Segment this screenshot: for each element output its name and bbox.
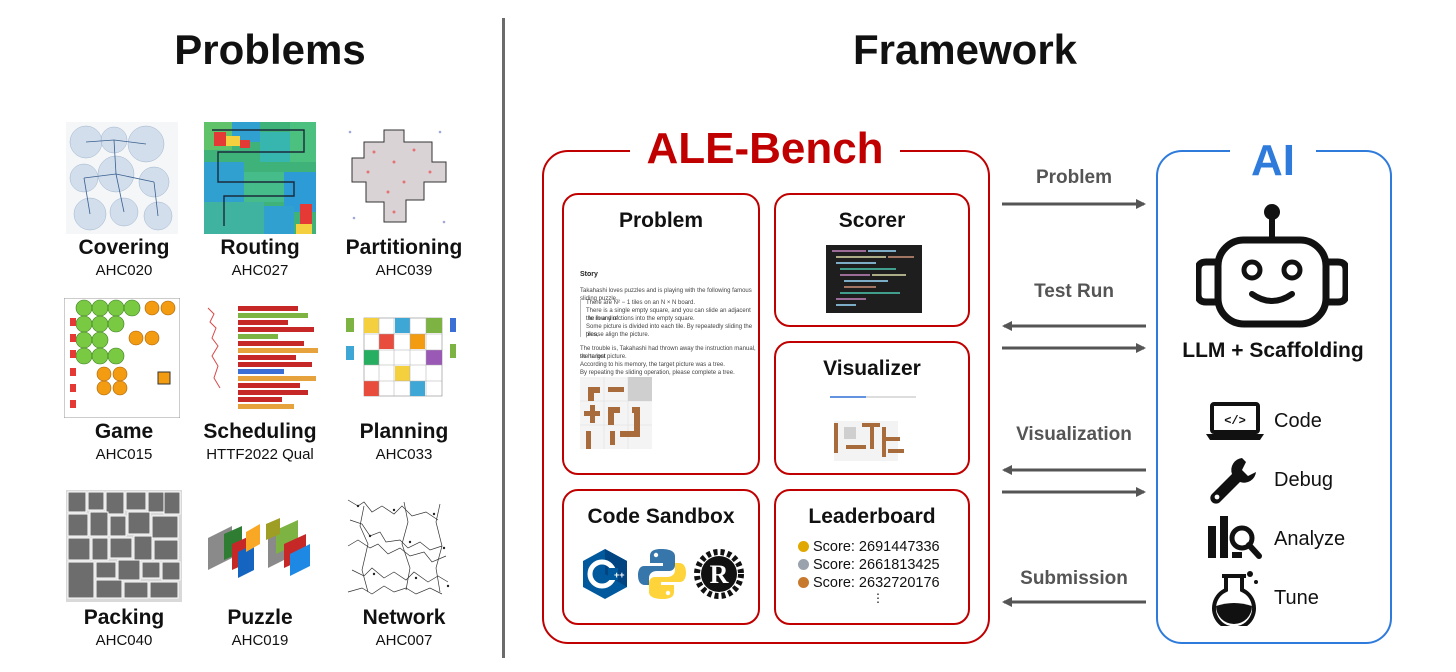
leaderboard-row: Score: 2661813425: [798, 557, 940, 573]
ai-title: AI: [1230, 136, 1316, 186]
problem-code-network: AHC007: [375, 632, 433, 649]
robot-icon: [1196, 204, 1348, 328]
visualizer-box: Visualizer: [774, 341, 970, 475]
tool-label-analyze: Analyze: [1274, 528, 1346, 550]
story-quote-bar: [580, 299, 581, 337]
visualization-arrow-label: Visualization: [1016, 424, 1132, 445]
tool-label-tune: Tune: [1274, 587, 1319, 609]
story-line-8: According to his memory, the target pict…: [580, 362, 725, 368]
scorer-box-title: Scorer: [838, 209, 906, 232]
code-sandbox-box: Code Sandbox ++ R: [562, 489, 760, 625]
problem-code-puzzle: AHC019: [231, 632, 289, 649]
story-line-1: There are N² − 1 tiles on an N × N board…: [586, 300, 696, 306]
puzzle-thumbnail: [202, 508, 320, 590]
leaderboard-score: Score: 2661813425: [813, 557, 940, 573]
visualizer-box-title: Visualizer: [823, 357, 921, 380]
story-heading: Story: [580, 271, 598, 278]
flask-icon: [1212, 571, 1258, 626]
problems-heading: Problems: [174, 26, 366, 73]
rust-logo-icon: R: [694, 549, 744, 599]
cpp-logo-icon: ++: [583, 549, 627, 599]
framework-heading: Framework: [852, 26, 1078, 73]
story-line-5: please align the picture.: [586, 332, 650, 338]
scorer-box: Scorer: [774, 193, 970, 327]
sliding-puzzle-image: [580, 377, 652, 449]
story-line-0: Takahashi loves puzzles and is playing w…: [580, 288, 752, 302]
problem-box: Problem Story Takahashi loves puzzles an…: [562, 193, 760, 475]
partitioning-thumbnail: [344, 122, 456, 234]
tool-label-code: Code: [1274, 410, 1322, 432]
problem-name-game: Game: [94, 420, 154, 443]
routing-thumbnail: [204, 122, 316, 234]
problem-code-covering: AHC020: [95, 262, 153, 279]
silver-medal-icon: [798, 559, 809, 570]
story-line-3: the four directions into the empty squar…: [586, 316, 695, 322]
problem-code-scheduling: HTTF2022 Qual: [206, 446, 314, 463]
problem-name-partitioning: Partitioning: [345, 236, 463, 259]
story-line-4: Some picture is divided into each tile. …: [586, 324, 753, 338]
problem-code-packing: AHC040: [95, 632, 153, 649]
problem-box-title: Problem: [618, 209, 704, 232]
leaderboard-more: ⋮: [872, 591, 884, 605]
game-thumbnail: [64, 298, 180, 418]
wrench-icon: [1210, 458, 1256, 504]
problem-code-game: AHC015: [95, 446, 153, 463]
problem-code-routing: AHC027: [231, 262, 289, 279]
leaderboard-score: Score: 2691447336: [813, 539, 940, 555]
problem-name-puzzle: Puzzle: [227, 606, 293, 629]
problem-code-planning: AHC033: [375, 446, 433, 463]
leaderboard-box: Leaderboard Score: 2691447336 Score: 266…: [774, 489, 970, 625]
leaderboard-title: Leaderboard: [808, 505, 936, 528]
ale-bench-title: ALE-Bench: [630, 124, 900, 174]
problem-arrow-label: Problem: [1035, 167, 1113, 188]
scheduling-thumbnail: [202, 300, 320, 416]
problem-name-scheduling: Scheduling: [203, 420, 317, 443]
ai-subtitle: LLM + Scaffolding: [1182, 339, 1364, 362]
story-line-2: There is a single empty square, and you …: [586, 308, 751, 322]
planning-thumbnail: [342, 304, 460, 414]
gold-medal-icon: [798, 541, 809, 552]
submission-arrow-label: Submission: [1020, 568, 1128, 589]
bronze-medal-icon: [798, 577, 809, 588]
story-line-7: the target picture.: [580, 354, 627, 360]
problem-name-routing: Routing: [220, 236, 300, 259]
problem-name-covering: Covering: [78, 236, 170, 259]
code-editor-image: [826, 245, 922, 313]
chart-magnifier-icon: [1208, 516, 1262, 559]
leaderboard-score: Score: 2632720176: [813, 575, 940, 591]
visualizer-image: [826, 393, 922, 465]
problem-name-network: Network: [362, 606, 446, 629]
network-thumbnail: [344, 490, 460, 602]
leaderboard-row: Score: 2632720176: [798, 575, 940, 591]
story-line-6: The trouble is, Takahashi had thrown awa…: [580, 346, 756, 360]
laptop-code-icon: </>: [1206, 402, 1264, 440]
packing-thumbnail: [66, 490, 182, 602]
problem-code-partitioning: AHC039: [375, 262, 433, 279]
test-run-arrow-label: Test Run: [1034, 281, 1114, 302]
covering-thumbnail: [66, 122, 178, 234]
svg-text:</>: </>: [1224, 414, 1246, 428]
problem-name-packing: Packing: [83, 606, 165, 629]
problem-name-planning: Planning: [359, 420, 449, 443]
story-line-9: By repeating the sliding operation, plea…: [580, 370, 735, 376]
svg-text:R: R: [710, 560, 729, 589]
tool-label-debug: Debug: [1274, 469, 1333, 491]
arrows-layer: [1002, 199, 1146, 607]
leaderboard-row: Score: 2691447336: [798, 539, 940, 555]
python-logo-icon: [638, 549, 686, 599]
section-divider: [502, 18, 505, 658]
code-sandbox-title: Code Sandbox: [587, 505, 735, 528]
svg-text:++: ++: [614, 570, 625, 580]
